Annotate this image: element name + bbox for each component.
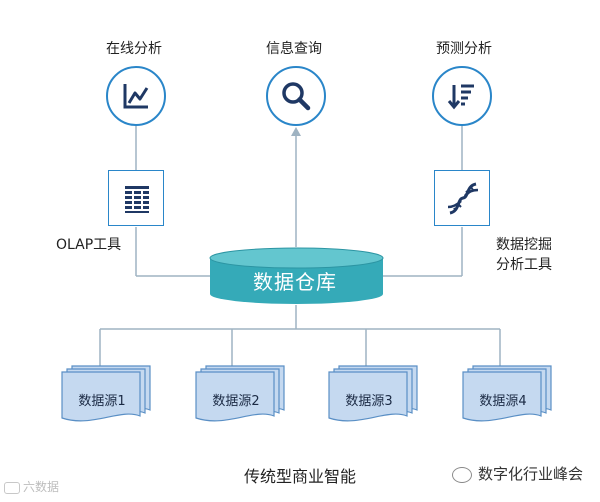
prediction-analysis-label: 预测分析 — [436, 41, 492, 57]
prediction-analysis-node — [432, 66, 492, 126]
info-query-node — [266, 66, 326, 126]
data-source-3-label: 数据源3 — [345, 394, 393, 409]
wechat-icon — [452, 466, 472, 483]
data-source-1-label: 数据源1 — [78, 394, 126, 409]
online-analysis-label: 在线分析 — [106, 41, 162, 57]
search-icon — [282, 82, 311, 111]
watermark-left-text: 六数据 — [23, 480, 60, 494]
data-warehouse-label: 数据仓库 — [253, 270, 337, 294]
sort-descending-icon — [447, 84, 474, 110]
diagram-caption: 传统型商业智能 — [243, 467, 356, 486]
data-source-4-label: 数据源4 — [479, 394, 527, 409]
dna-icon — [447, 182, 479, 215]
watermark-right-text: 数字化行业峰会 — [478, 465, 584, 483]
table-grid-icon — [125, 186, 149, 213]
data-source-2-label: 数据源2 — [212, 394, 260, 409]
data-mining-tool-box — [434, 170, 490, 226]
data-mining-label-line1: 数据挖掘 — [496, 237, 552, 253]
watermark-left: 六数据 — [4, 478, 59, 495]
online-analysis-node — [106, 66, 166, 126]
data-mining-label-line2: 分析工具 — [496, 257, 552, 273]
olap-tool-label: OLAP工具 — [56, 237, 122, 253]
info-query-label: 信息查询 — [266, 41, 322, 57]
olap-tool-box — [108, 170, 164, 226]
watermark-right: 数字化行业峰会 — [452, 463, 583, 484]
line-chart-icon — [123, 84, 149, 109]
watermark-left-icon — [4, 481, 20, 494]
